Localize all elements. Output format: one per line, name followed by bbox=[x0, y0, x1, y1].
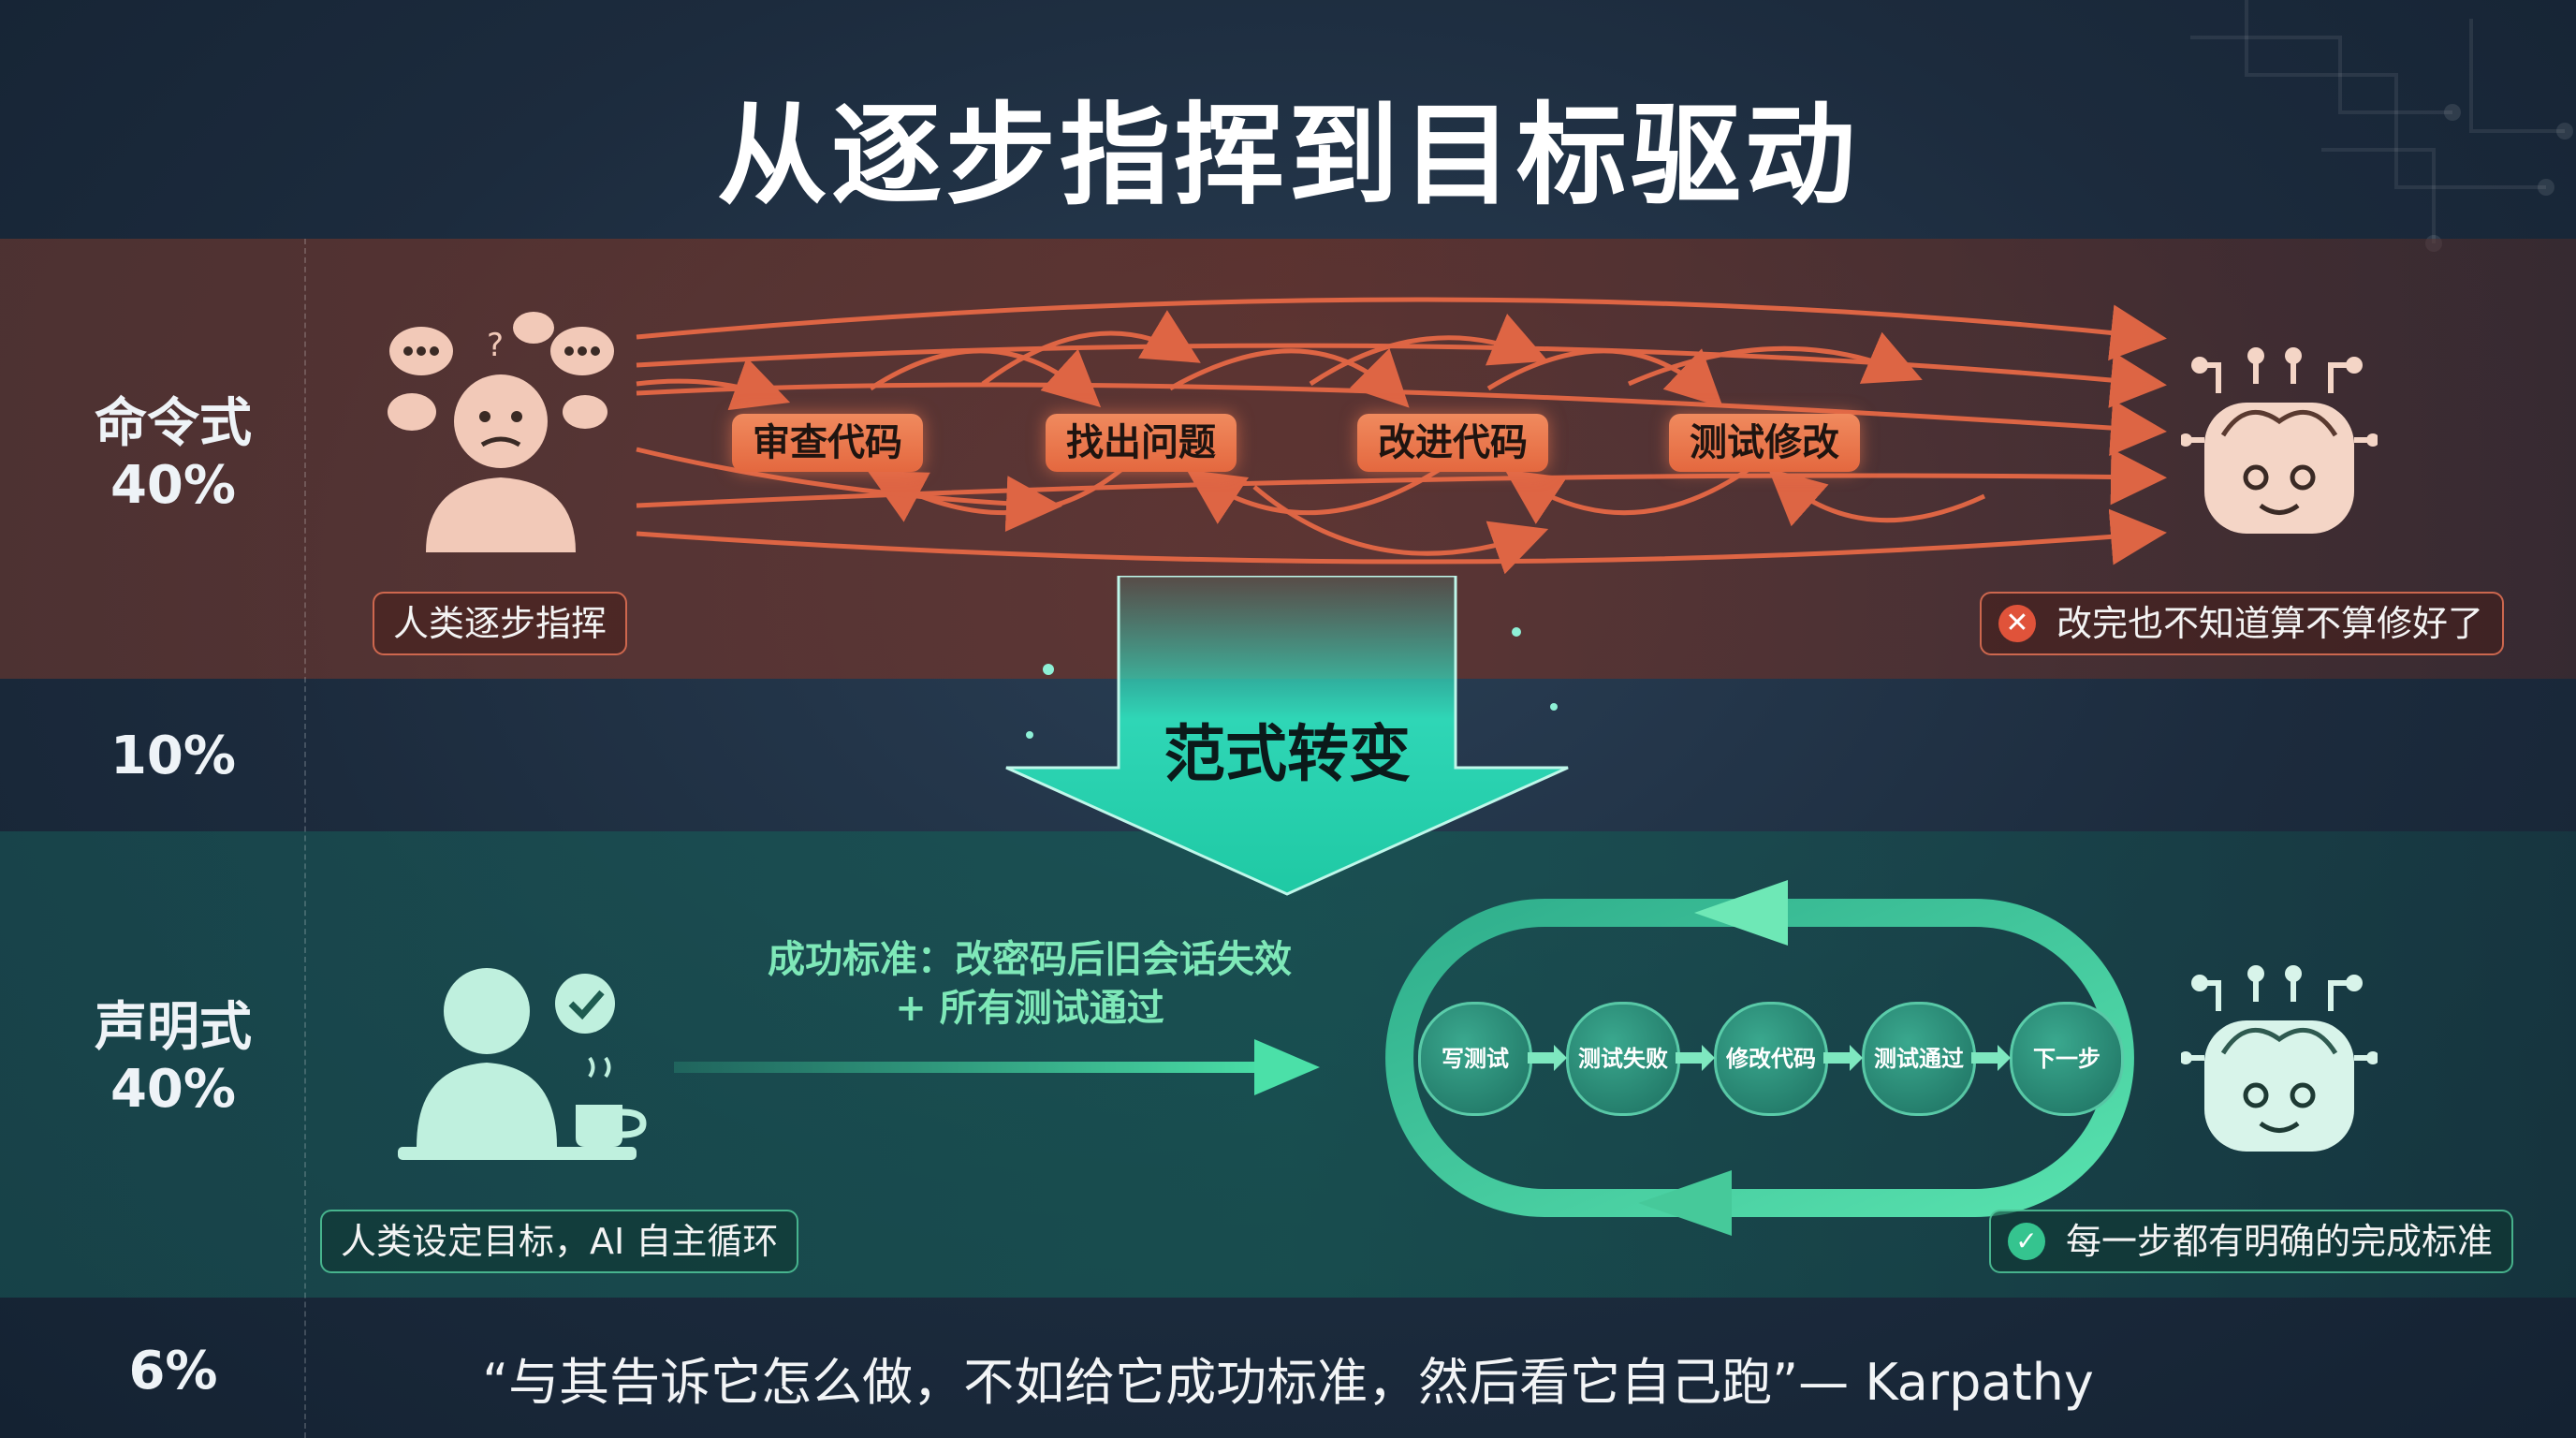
step-test-changes: 测试修改 bbox=[1669, 414, 1860, 472]
circuit-decoration bbox=[2190, 0, 2573, 252]
fail-x-icon: ✕ bbox=[1998, 605, 2036, 642]
row-name: 命令式 bbox=[95, 393, 252, 454]
loop-step-test-pass: 测试通过 bbox=[1862, 1002, 1976, 1116]
row-percent: 40% bbox=[110, 455, 237, 516]
robot-brain-icon bbox=[2181, 347, 2378, 534]
chaotic-arrows bbox=[636, 297, 2167, 575]
result-caption-declarative: ✓ 每一步都有明确的完成标准 bbox=[1989, 1210, 2514, 1273]
step-improve-code: 改进代码 bbox=[1357, 414, 1548, 472]
step-find-issue: 找出问题 bbox=[1046, 414, 1237, 472]
step-review-code: 审查代码 bbox=[732, 414, 923, 472]
row-label-declarative: 声明式 40% bbox=[56, 997, 290, 1121]
result-text: 每一步都有明确的完成标准 bbox=[2066, 1221, 2494, 1262]
success-criteria-line1: 成功标准：改密码后旧会话失效 bbox=[768, 938, 1292, 981]
result-text: 改完也不知道算不算修好了 bbox=[2056, 603, 2484, 644]
paradigm-shift-arrow bbox=[1005, 576, 1569, 896]
loop-step-arrows bbox=[1528, 1045, 2011, 1071]
loop-step-next: 下一步 bbox=[2010, 1002, 2124, 1116]
row-percent: 40% bbox=[110, 1059, 237, 1120]
result-caption-imperative: ✕ 改完也不知道算不算修好了 bbox=[1980, 592, 2505, 655]
robot-brain-icon bbox=[2181, 965, 2378, 1152]
row-label-quote: 6% bbox=[56, 1341, 290, 1402]
loop-step-modify-code: 修改代码 bbox=[1714, 1002, 1828, 1116]
page-title: 从逐步指挥到目标驱动 bbox=[716, 91, 1859, 220]
paradigm-shift-label: 范式转变 bbox=[1164, 718, 1411, 790]
karpathy-quote: “与其告诉它怎么做，不如给它成功标准，然后看它自己跑”— Karpathy bbox=[482, 1353, 2094, 1412]
confused-human-icon: ? bbox=[388, 312, 614, 552]
svg-text:?: ? bbox=[487, 327, 504, 364]
goal-arrow bbox=[674, 1039, 1320, 1095]
loop-step-write-test: 写测试 bbox=[1418, 1002, 1532, 1116]
row-label-shift: 10% bbox=[56, 726, 290, 787]
check-icon: ✓ bbox=[2008, 1223, 2045, 1260]
row-percent: 10% bbox=[110, 726, 237, 786]
feedback-loop bbox=[1385, 880, 2134, 1236]
human-caption-declarative: 人类设定目标，AI 自主循环 bbox=[320, 1210, 799, 1273]
relaxed-human-icon bbox=[398, 968, 647, 1160]
human-caption-imperative: 人类逐步指挥 bbox=[373, 592, 628, 655]
row-name: 声明式 bbox=[95, 997, 252, 1058]
success-criteria-line2: + 所有测试通过 bbox=[895, 987, 1164, 1030]
label-divider bbox=[304, 239, 306, 1438]
row-percent: 6% bbox=[128, 1341, 218, 1401]
row-label-imperative: 命令式 40% bbox=[56, 393, 290, 517]
